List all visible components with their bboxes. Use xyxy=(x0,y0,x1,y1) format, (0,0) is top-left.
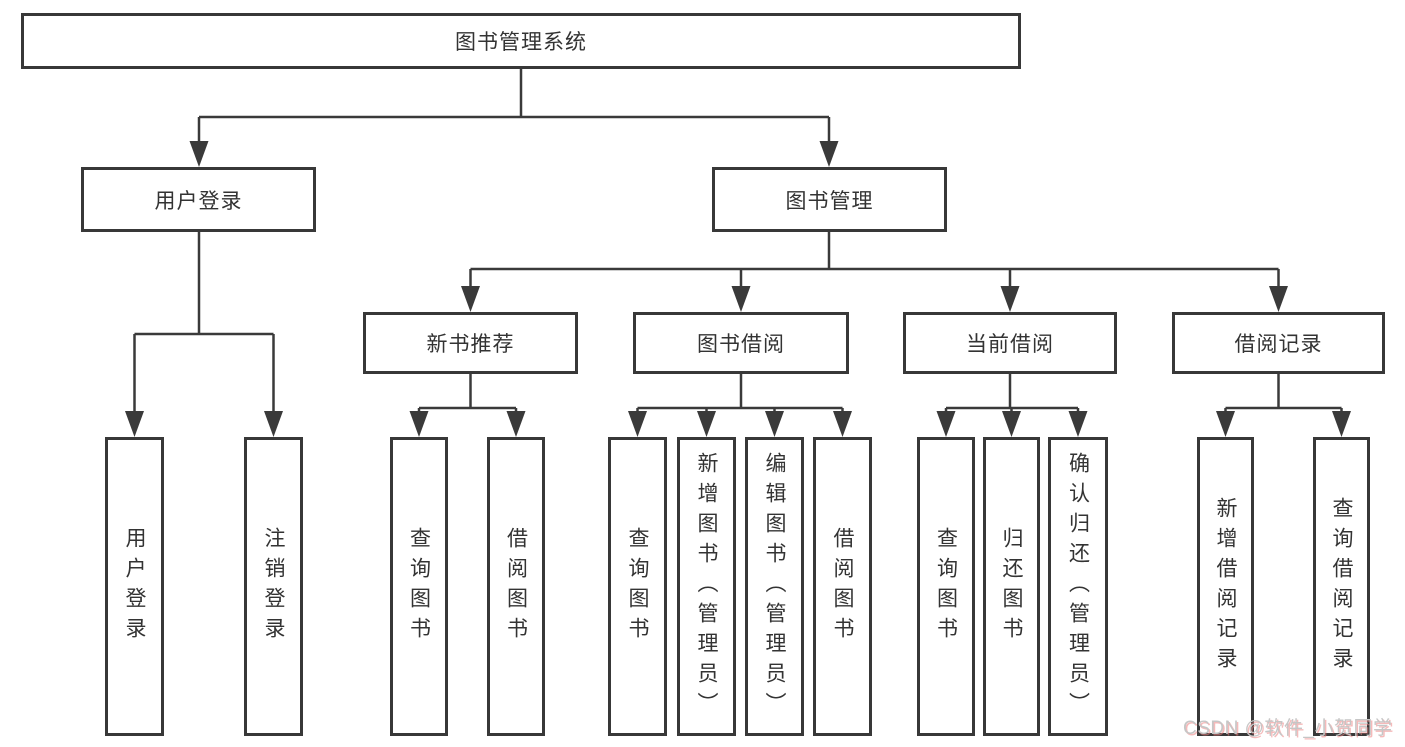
node-label: 确认归还（管理员） xyxy=(1066,451,1090,722)
node-label: 用户登录 xyxy=(154,189,243,213)
node-borrowing-records: 借阅记录 xyxy=(1172,312,1385,374)
node-label: 归还图书 xyxy=(1000,526,1023,647)
leaf-borrow-books: 借阅图书 xyxy=(487,437,545,736)
arrowhead xyxy=(125,411,144,437)
arrowhead xyxy=(264,411,283,437)
leaf-query-books: 查询图书 xyxy=(917,437,975,736)
leaf-query-books: 查询图书 xyxy=(608,437,667,736)
arrowhead xyxy=(409,411,429,437)
node-user-login: 用户登录 xyxy=(81,167,316,232)
arrowhead xyxy=(461,286,480,312)
arrowhead xyxy=(697,411,716,437)
node-label: 编辑图书（管理员） xyxy=(763,451,786,722)
arrowhead xyxy=(506,411,526,437)
leaf-add-borrow-record: 新增借阅记录 xyxy=(1197,437,1254,736)
node-label: 新增图书（管理员） xyxy=(695,451,718,722)
node-label: 借阅图书 xyxy=(504,526,528,647)
node-label: 新增借阅记录 xyxy=(1214,496,1237,677)
leaf-edit-books-admin: 编辑图书（管理员） xyxy=(745,437,804,736)
node-new-book-recommendation: 新书推荐 xyxy=(363,312,578,374)
arrowhead xyxy=(1068,411,1088,437)
node-current-borrowing: 当前借阅 xyxy=(903,312,1117,374)
node-label: 图书管理 xyxy=(785,189,874,213)
arrowhead xyxy=(833,411,852,437)
leaf-borrow-books: 借阅图书 xyxy=(813,437,872,736)
arrowhead xyxy=(731,286,751,312)
arrowhead xyxy=(1216,411,1235,437)
node-label: 图书管理系统 xyxy=(455,31,587,54)
node-label: 借阅记录 xyxy=(1234,333,1323,356)
leaf-confirm-return-admin: 确认归还（管理员） xyxy=(1048,437,1108,736)
leaf-add-books-admin: 新增图书（管理员） xyxy=(677,437,736,736)
node-label: 查询图书 xyxy=(934,526,958,647)
node-label: 查询图书 xyxy=(407,526,431,647)
arrowhead xyxy=(1332,411,1351,437)
node-label: 查询图书 xyxy=(626,526,649,647)
arrowhead xyxy=(628,411,647,437)
node-label: 新书推荐 xyxy=(426,333,515,356)
node-label: 查询借阅记录 xyxy=(1330,496,1353,677)
arrowhead xyxy=(189,141,209,167)
node-label: 注销登录 xyxy=(262,526,285,647)
arrowhead xyxy=(936,411,956,437)
node-book-management: 图书管理 xyxy=(712,167,947,232)
node-label: 图书借阅 xyxy=(697,333,785,356)
arrowhead xyxy=(1002,411,1021,437)
leaf-query-borrow-record: 查询借阅记录 xyxy=(1313,437,1370,736)
leaf-logout: 注销登录 xyxy=(244,437,303,736)
arrowhead xyxy=(819,141,839,167)
node-label: 用户登录 xyxy=(123,526,146,647)
node-label: 当前借阅 xyxy=(966,333,1054,356)
leaf-user-login: 用户登录 xyxy=(105,437,164,736)
leaf-return-books: 归还图书 xyxy=(983,437,1040,736)
arrowhead xyxy=(765,411,784,437)
node-book-borrowing: 图书借阅 xyxy=(633,312,849,374)
csdn-watermark: CSDN @软件_小贺同学 xyxy=(1183,718,1393,739)
leaf-query-books: 查询图书 xyxy=(390,437,448,736)
arrowhead xyxy=(1000,286,1020,312)
node-library-management-system: 图书管理系统 xyxy=(21,13,1021,69)
arrowhead xyxy=(1269,286,1288,312)
node-label: 借阅图书 xyxy=(831,526,854,647)
